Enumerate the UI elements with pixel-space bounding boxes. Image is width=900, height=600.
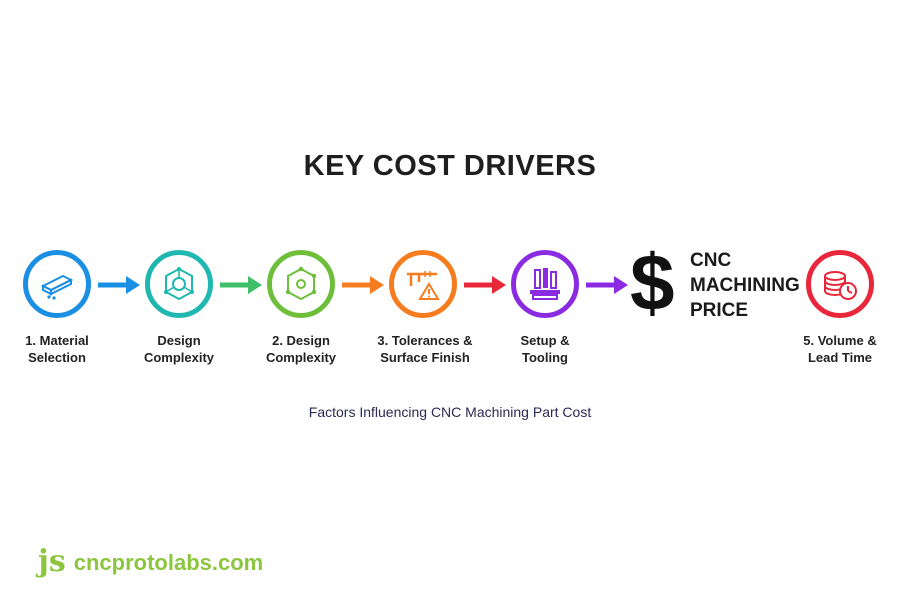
brand-logo-icon: js [38,543,66,579]
stack-clock-icon [824,271,857,300]
label-line: Lead Time [807,350,873,365]
design-complexity-circle [145,250,213,318]
label-material-selection: 1. Material Selection [0,332,117,366]
arrow-5-icon [586,276,628,294]
label-line: Selection [28,350,86,365]
machining-price-block: $ CNC MACHINING PRICE [630,238,805,327]
design-network-icon [164,267,194,301]
price-line-3: PRICE [690,300,749,321]
arrow-2-icon [220,276,262,294]
label-line: 3. Tolerances & [377,333,473,348]
volume-lead-time-circle [806,250,874,318]
diagram-caption: Factors Influencing CNC Machining Part C… [308,404,592,420]
label-setup-tooling: Setup & Tooling [485,332,605,366]
label-line: Design [157,333,201,348]
label-line: 5. Volume & [803,333,877,348]
caliper-warning-icon [407,271,440,300]
price-label: CNC MACHINING PRICE [690,248,800,323]
label-line: 2. Design [272,333,330,348]
price-line-2: MACHINING [690,275,800,296]
label-line: 1. Material [25,333,89,348]
setup-tooling-circle [511,250,579,318]
brand-domain[interactable]: cncprotolabs.com [73,550,264,575]
label-line: Complexity [265,350,337,365]
label-design-complexity-2: 2. Design Complexity [241,332,361,366]
arrow-1-icon [98,276,140,294]
tolerances-circle [389,250,457,318]
design-complexity-2-circle [267,250,335,318]
label-line: Setup & [520,333,570,348]
label-design-complexity: Design Complexity [119,332,239,366]
label-tolerances: 3. Tolerances & Surface Finish [365,332,485,366]
label-line: Complexity [143,350,215,365]
label-volume-lead-time: 5. Volume & Lead Time [780,332,900,366]
arrow-3-icon [342,276,384,294]
material-selection-circle [23,250,91,318]
label-line: Tooling [522,350,568,365]
page-title: KEY COST DRIVERS [303,150,597,182]
label-line: Surface Finish [380,350,470,365]
design-nodes-icon [285,266,317,301]
material-block-icon [40,274,74,300]
tooling-icon [530,268,560,300]
arrow-4-icon [464,276,506,294]
dollar-sign-icon: $ [630,238,675,327]
brand-footer[interactable]: js cncprotolabs.com [38,543,263,583]
price-line-1: CNC [690,250,732,271]
